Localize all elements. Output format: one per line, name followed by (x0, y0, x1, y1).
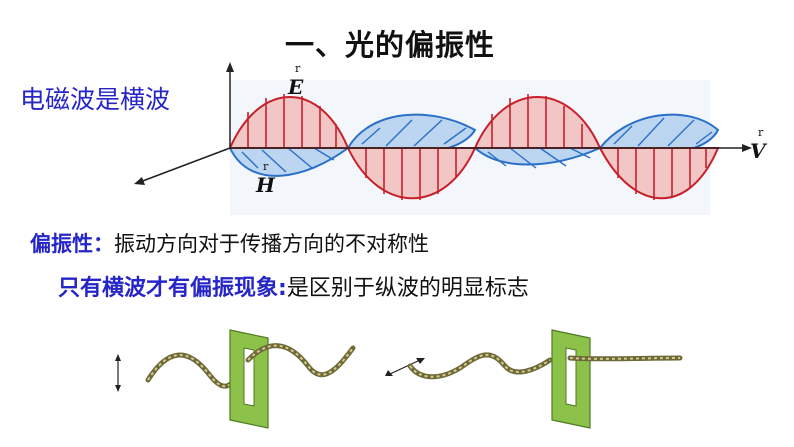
v-vector-mark: r (758, 126, 764, 139)
propagation-arrowhead (742, 144, 752, 152)
h-field-arrows (241, 117, 713, 173)
subtitle-em-wave: 电磁波是横波 (20, 85, 171, 114)
v-label: V (750, 139, 768, 163)
e-field-lobe-2 (346, 147, 477, 200)
h-label: H (255, 173, 276, 197)
definition-term: 偏振性 (30, 232, 93, 256)
statement-line: 只有横波才有偏振现象:是区别于纵波的明显标志 (58, 270, 529, 302)
blocked-wave-slit-illustration (385, 329, 683, 429)
e-field-lobe-1 (228, 96, 350, 149)
e-vector-mark: r (295, 62, 301, 75)
e-field-arrows (247, 94, 707, 200)
h-vector-mark: r (263, 160, 269, 173)
transverse-rope-back (145, 352, 243, 389)
statement-text: 是区别于纵波的明显标志 (286, 276, 529, 301)
transverse-wave-slit-illustration (115, 329, 356, 429)
diagonal-double-arrow-icon (385, 358, 425, 376)
blocked-rope-back (407, 352, 553, 380)
e-axis-arrowhead (226, 62, 234, 72)
vertical-double-arrow-icon (115, 354, 121, 392)
h-axis-arrowhead (134, 177, 145, 185)
em-wave-diagram: r E r H r V (134, 62, 768, 215)
e-field-lobe-4 (598, 147, 720, 200)
statement-term: 只有横波才有偏振现象 (58, 276, 279, 301)
h-axis (139, 147, 231, 183)
statement-colon: : (278, 276, 287, 301)
definition-text: 振动方向对于传播方向的不对称性 (114, 232, 429, 256)
definition-colon: ： (93, 232, 114, 256)
definition-line: 偏振性：振动方向对于传播方向的不对称性 (30, 228, 429, 258)
e-label: E (287, 75, 304, 99)
e-field-lobe-3 (473, 96, 602, 149)
page-title: 一、光的偏振性 (284, 28, 495, 62)
